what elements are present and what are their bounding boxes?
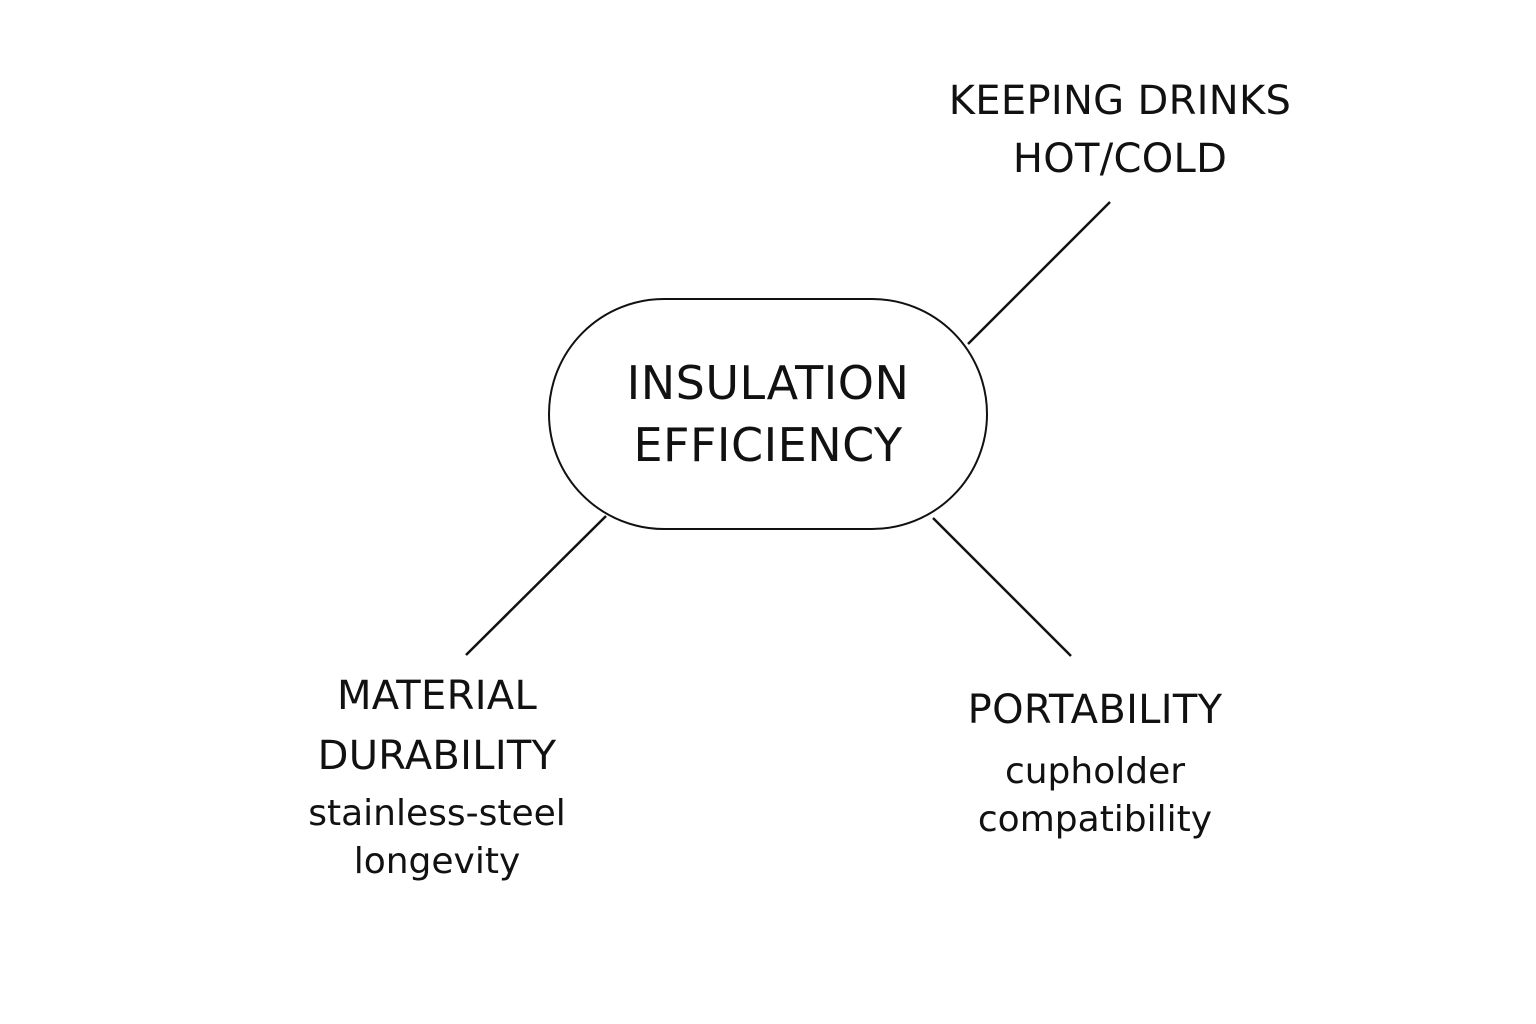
node-material-subtitle: stainless-steel longevity: [308, 793, 566, 882]
center-label: INSULATION EFFICIENCY: [626, 356, 910, 472]
node-portability-title: PORTABILITY: [967, 687, 1223, 733]
center-node: INSULATION EFFICIENCY: [548, 298, 988, 530]
node-keeping-drinks: KEEPING DRINKS HOT/COLD: [900, 72, 1340, 188]
node-keeping-title: KEEPING DRINKS HOT/COLD: [948, 78, 1292, 182]
connector-portability: [932, 517, 1072, 657]
connector-material: [465, 515, 607, 656]
node-material-durability: MATERIAL DURABILITY stainless-steel long…: [262, 666, 612, 886]
node-portability: PORTABILITY cupholder compatibility: [900, 680, 1290, 844]
node-portability-subtitle: cupholder compatibility: [977, 751, 1213, 840]
node-material-title: MATERIAL DURABILITY: [317, 673, 557, 779]
connector-keeping: [967, 201, 1111, 345]
